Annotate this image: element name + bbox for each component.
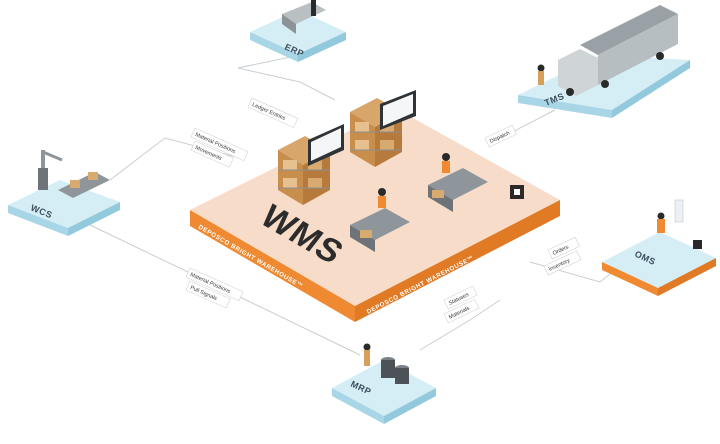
worker-icon	[442, 153, 450, 161]
node-erp: ERP	[250, 0, 346, 62]
connector-mrp	[419, 299, 501, 351]
node-oms: OMS	[602, 199, 716, 296]
platform-side-right	[355, 200, 560, 322]
worker-icon	[378, 188, 386, 196]
worker-icon	[657, 212, 665, 220]
deposco-logo	[510, 185, 524, 199]
platform-side-left	[190, 210, 355, 322]
barrels-icon	[381, 357, 409, 384]
connector-erp	[237, 54, 336, 101]
workstation-back	[428, 153, 488, 212]
platform-top	[190, 108, 560, 306]
wms-platform: DEPOSCO BRIGHT WAREHOUSE™ DEPOSCO BRIGHT…	[190, 90, 560, 322]
node-tms: TMS	[518, 5, 690, 118]
worker-icon	[363, 343, 371, 351]
workstation-front	[350, 188, 410, 252]
node-wcs: WCS	[8, 150, 120, 236]
robot-arm-icon	[38, 150, 63, 190]
shelving-rack-right	[350, 90, 416, 167]
node-mrp: MRP	[332, 343, 436, 424]
worker-icon	[537, 64, 545, 72]
truck-icon	[558, 5, 678, 96]
shelving-rack-left	[278, 124, 344, 205]
